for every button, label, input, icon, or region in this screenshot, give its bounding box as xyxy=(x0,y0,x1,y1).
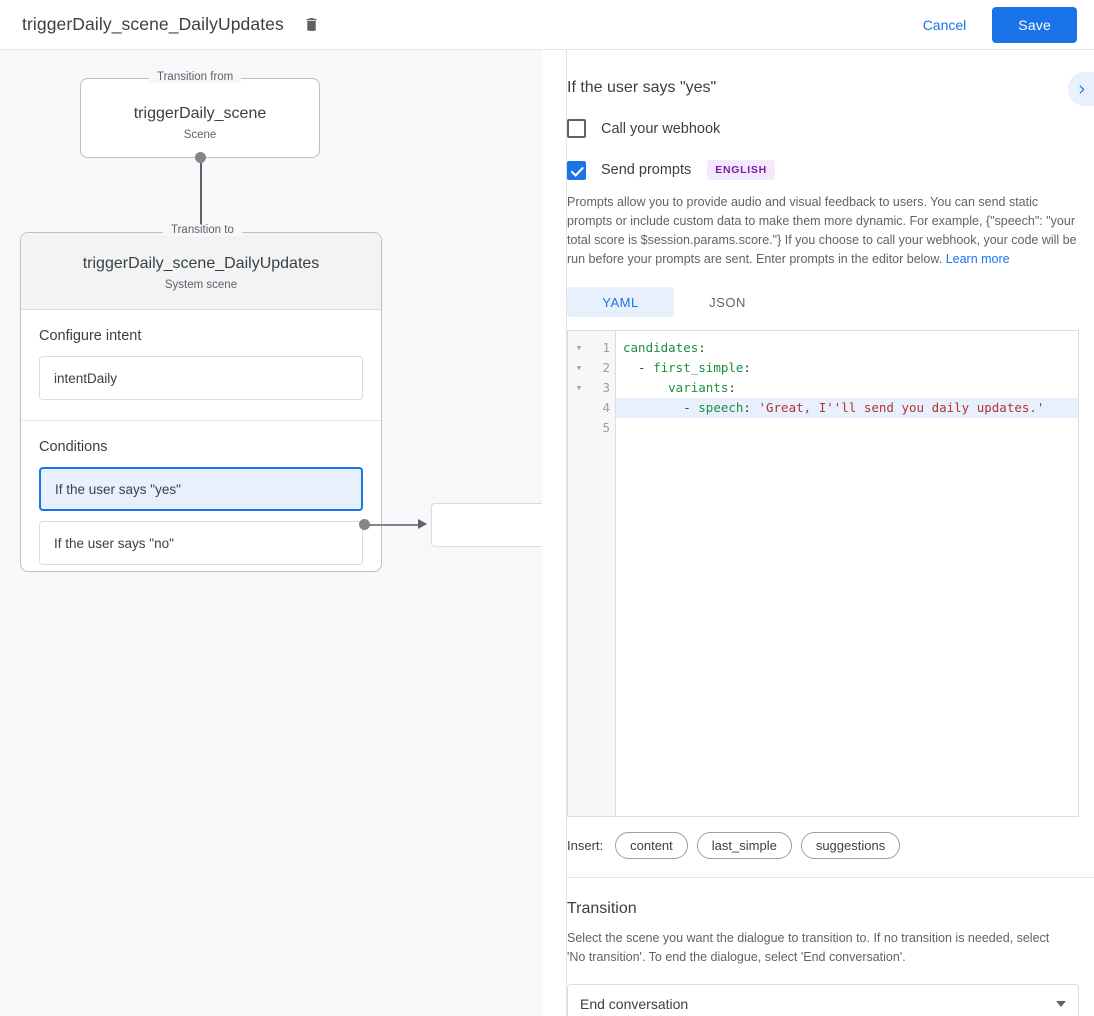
transition-to-node[interactable]: triggerDaily_scene_DailyUpdates System s… xyxy=(20,232,382,572)
prompts-description: Prompts allow you to provide audio and v… xyxy=(567,193,1083,269)
insert-chips: content last_simple suggestions xyxy=(615,832,909,859)
configure-intent-label: Configure intent xyxy=(39,328,142,344)
language-badge: ENGLISH xyxy=(707,160,775,180)
call-webhook-checkbox[interactable] xyxy=(567,119,586,138)
condition-connector-line xyxy=(369,524,423,526)
canvas-gap xyxy=(542,50,566,1016)
transition-from-node[interactable]: Transition from triggerDaily_scene Scene xyxy=(80,71,320,158)
tab-json[interactable]: JSON xyxy=(709,294,746,310)
line-number: 3 xyxy=(602,380,610,395)
editor-line-numbers: 1 2 3 4 5 xyxy=(590,331,616,816)
send-prompts-label: Send prompts xyxy=(601,162,692,178)
editor-format-tabs: YAML JSON xyxy=(567,287,1094,317)
configure-intent-section: Configure intent intentDaily xyxy=(21,310,381,420)
top-bar-actions: Cancel Save xyxy=(911,6,1077,43)
transition-to-subtitle: System scene xyxy=(164,279,238,291)
call-webhook-checkbox-row[interactable]: Call your webhook xyxy=(567,119,1094,138)
transition-section-title: Transition xyxy=(567,900,637,917)
intent-field[interactable]: intentDaily xyxy=(39,356,363,400)
page-title: triggerDaily_scene_DailyUpdates xyxy=(22,14,284,34)
call-webhook-label: Call your webhook xyxy=(601,120,721,137)
conditions-list: If the user says "yes" If the user says "… xyxy=(39,467,363,565)
connector-dot xyxy=(195,152,206,163)
transition-section-description: Select the scene you want the dialogue t… xyxy=(567,931,1050,964)
line-number: 4 xyxy=(602,400,610,415)
tab-yaml[interactable]: YAML xyxy=(567,287,674,317)
transition-from-subtitle: Scene xyxy=(183,129,217,141)
line-number: 1 xyxy=(602,340,610,355)
target-node-stub[interactable] xyxy=(431,503,542,547)
code-line[interactable]: variants: xyxy=(668,380,736,395)
transition-select-value: End conversation xyxy=(580,996,689,1012)
transition-to-header: triggerDaily_scene_DailyUpdates System s… xyxy=(21,233,381,310)
insert-label: Insert: xyxy=(567,838,604,853)
insert-row: Insert: content last_simple suggestions xyxy=(567,832,1094,859)
transition-from-title: triggerDaily_scene xyxy=(133,105,267,122)
code-line[interactable]: - speech: 'Great, I''ll send you daily u… xyxy=(616,398,1078,418)
prompts-description-text: Prompts allow you to provide audio and v… xyxy=(567,195,1077,266)
line-number: 5 xyxy=(602,420,610,435)
condition-item[interactable]: If the user says "yes" xyxy=(39,467,363,511)
panel-title: If the user says "yes" xyxy=(567,79,717,96)
fold-triangle-icon[interactable]: ▼ xyxy=(576,384,582,392)
prompt-code-editor[interactable]: ▼ ▼ ▼ 1 2 3 4 5 candidates: - first_simple: va… xyxy=(567,330,1079,817)
send-prompts-checkbox-row[interactable]: Send prompts ENGLISH xyxy=(567,160,1094,180)
editor-code-area[interactable]: candidates: - first_simple: variants: - … xyxy=(616,331,1078,816)
line-number: 2 xyxy=(602,360,610,375)
condition-connector-dot xyxy=(359,519,370,530)
connector-line xyxy=(200,157,202,253)
conditions-section: Conditions If the user says "yes"If the … xyxy=(21,420,381,571)
fold-triangle-icon[interactable]: ▼ xyxy=(576,344,582,352)
condition-item[interactable]: If the user says "no" xyxy=(39,521,363,565)
fold-triangle-icon[interactable]: ▼ xyxy=(576,364,582,372)
condition-connector-arrowhead xyxy=(418,519,427,529)
chevron-down-icon xyxy=(1056,1001,1066,1007)
delete-button[interactable] xyxy=(298,11,326,39)
trash-icon xyxy=(306,18,317,31)
insert-chip-content[interactable]: content xyxy=(615,832,688,859)
transition-from-legend: Transition from xyxy=(149,71,242,83)
send-prompts-checkbox[interactable] xyxy=(567,160,586,180)
learn-more-link[interactable]: Learn more xyxy=(945,252,1010,266)
fold-spacer xyxy=(568,418,590,438)
insert-chip-suggestions[interactable]: suggestions xyxy=(800,832,901,859)
conditions-label: Conditions xyxy=(39,439,108,455)
save-button[interactable]: Save xyxy=(992,6,1077,43)
code-line[interactable]: - first_simple: xyxy=(623,360,751,375)
section-divider xyxy=(567,877,1094,878)
scene-graph-canvas[interactable]: Transition from triggerDaily_scene Scene… xyxy=(0,50,542,1016)
transition-to-legend: Transition to xyxy=(163,224,242,236)
editor-fold-column[interactable]: ▼ ▼ ▼ xyxy=(568,331,590,816)
condition-detail-panel: If the user says "yes" Call your webhook… xyxy=(567,50,1094,1016)
code-line[interactable]: candidates: xyxy=(623,340,706,355)
top-bar: triggerDaily_scene_DailyUpdates Cancel S… xyxy=(0,0,1094,50)
code-line[interactable] xyxy=(616,418,1078,438)
chevron-right-icon[interactable] xyxy=(1068,72,1094,106)
panel-divider xyxy=(566,50,567,1016)
transition-select[interactable]: End conversation xyxy=(567,984,1079,1016)
cancel-button[interactable]: Cancel xyxy=(911,9,979,41)
transition-to-title: triggerDaily_scene_DailyUpdates xyxy=(82,255,320,272)
insert-chip-last_simple[interactable]: last_simple xyxy=(696,832,792,859)
fold-spacer xyxy=(568,398,590,418)
